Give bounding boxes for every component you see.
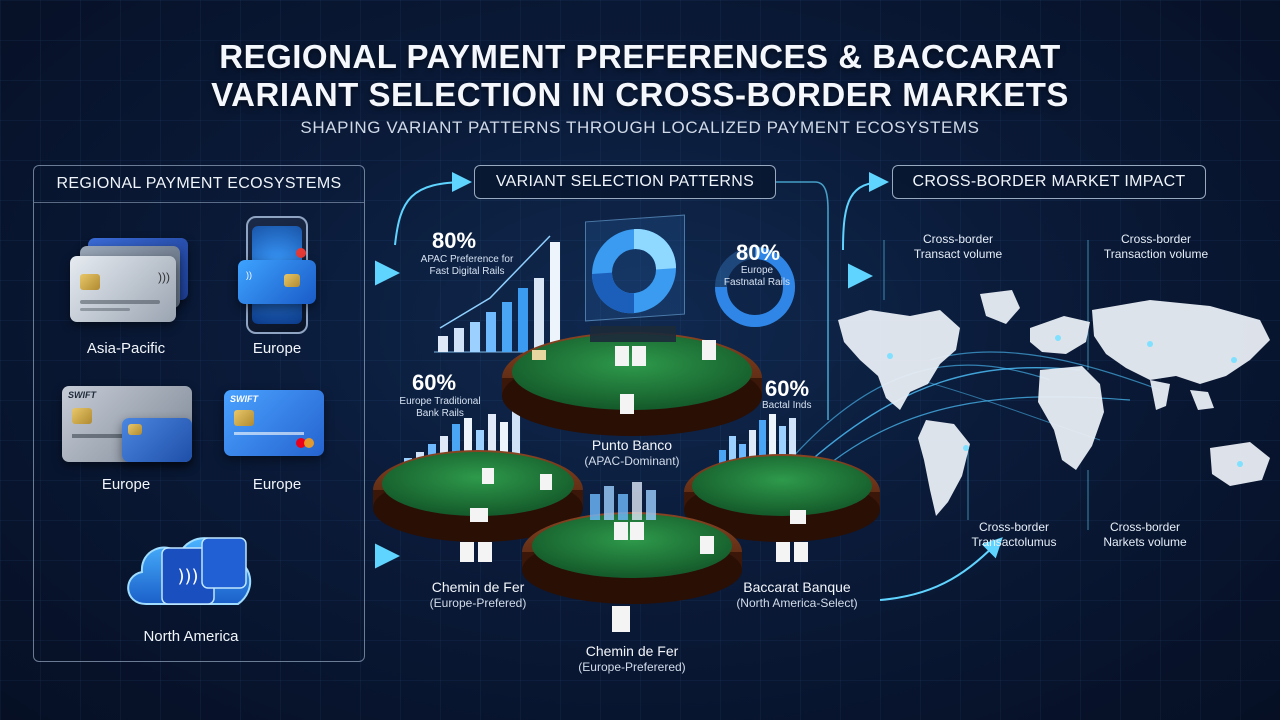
map-label-br-2: Narkets volume (1103, 535, 1187, 549)
cloud-payment-icon: ))) (127, 537, 252, 605)
map-label-bl-2: Transactolumus (971, 535, 1057, 549)
stat-europe-desc-2: Fastnatal Rails (723, 277, 791, 288)
swift-label-2: SWIFT (230, 394, 258, 404)
stat-eu-trad-desc-2: Bank Rails (416, 408, 464, 419)
table-chemin-bottom (522, 482, 742, 632)
payment-ecosystems-header: REGIONAL PAYMENT ECOSYSTEMS (34, 166, 364, 203)
stat-eu-trad-desc: Europe Traditional Bank Rails (390, 396, 490, 420)
donut-panel (585, 214, 685, 322)
market-impact-header: CROSS-BORDER MARKET IMPACT (892, 165, 1206, 199)
punto-banco-sub: (APAC-Dominant) (584, 454, 680, 468)
chemin-left-sub: (Europe-Prefered) (429, 596, 527, 610)
map-label-tl-2: Transact volume (913, 247, 1003, 261)
region-europe-swift: Europe (101, 476, 151, 493)
punto-banco-name: Punto Banco (591, 437, 673, 453)
stat-apac-desc-2: Fast Digital Rails (429, 266, 505, 277)
card-swift-blue (122, 418, 192, 462)
arrow-impact-header (842, 172, 889, 251)
stat-eu-trad-desc-1: Europe Traditional (399, 396, 481, 407)
stat-europe-desc-1: Europe (740, 265, 774, 276)
region-europe-card: Europe (252, 476, 302, 493)
baccarat-banque-name: Baccarat Banque (743, 579, 851, 595)
title-line-1: REGIONAL PAYMENT PREFERENCES & BACCARAT (219, 38, 1061, 75)
stat-europe-desc: Europe Fastnatal Rails (712, 265, 802, 289)
stat-eu-trad-pct: 60% (412, 370, 457, 395)
map-label-tl: Cross-border Transact volume (908, 232, 1008, 262)
map-label-br: Cross-border Narkets volume (1090, 520, 1200, 550)
baccarat-banque-sub: (North America-Select) (736, 596, 858, 610)
swift-label-1: SWIFT (68, 390, 96, 400)
stat-apac-pct: 80% (432, 228, 477, 253)
table-baccarat-banque (684, 454, 880, 562)
map-label-br-1: Cross-border (1109, 520, 1181, 534)
card-europe-blue: SWIFT (224, 390, 324, 456)
donut-europe (715, 247, 795, 327)
stat-bactal-pct: 60% (765, 376, 810, 401)
stat-apac-desc: APAC Preference for Fast Digital Rails (412, 254, 522, 278)
donut-chart (592, 228, 676, 314)
stat-bactal-desc: Bactal Inds (762, 400, 812, 411)
table-punto-banco (502, 326, 762, 436)
variant-patterns-header: VARIANT SELECTION PATTERNS (474, 165, 776, 199)
map-label-bl-1: Cross-border (978, 520, 1050, 534)
card-silver: ))) (70, 256, 176, 322)
table-chemin-left (373, 450, 583, 562)
world-map (838, 290, 1270, 516)
chemin-bottom-sub: (Europe-Preferered) (578, 660, 686, 674)
region-asia-pacific: Asia-Pacific (86, 340, 166, 357)
stat-apac-desc-1: APAC Preference for (420, 254, 514, 265)
map-label-tr-2: Transaction volume (1103, 247, 1209, 261)
map-label-bl: Cross-border Transactolumus (964, 520, 1064, 550)
arrow-top-left (394, 172, 472, 246)
chemin-bottom-name: Chemin de Fer (585, 643, 679, 659)
region-north-america: North America (143, 628, 239, 645)
arrow-bottom-map (879, 537, 1003, 601)
map-label-tr-1: Cross-border (1120, 232, 1192, 246)
chemin-left-name: Chemin de Fer (431, 579, 525, 595)
title-line-2: VARIANT SELECTION IN CROSS-BORDER MARKET… (211, 76, 1069, 113)
subtitle: SHAPING VARIANT PATTERNS THROUGH LOCALIZ… (300, 118, 980, 137)
region-europe-mobile: Europe (252, 340, 302, 357)
svg-text:))): ))) (177, 566, 198, 587)
bar-chart-apac (434, 235, 576, 353)
stat-europe-pct: 80% (736, 240, 781, 265)
contactless-icon: ))) (158, 270, 170, 284)
arrow-variant-line (775, 181, 829, 420)
map-label-tr: Cross-border Transaction volume (1096, 232, 1216, 262)
card-mobile: )) (238, 260, 316, 304)
payment-ecosystems-panel: REGIONAL PAYMENT ECOSYSTEMS (33, 165, 365, 662)
map-label-tl-1: Cross-border (922, 232, 994, 246)
